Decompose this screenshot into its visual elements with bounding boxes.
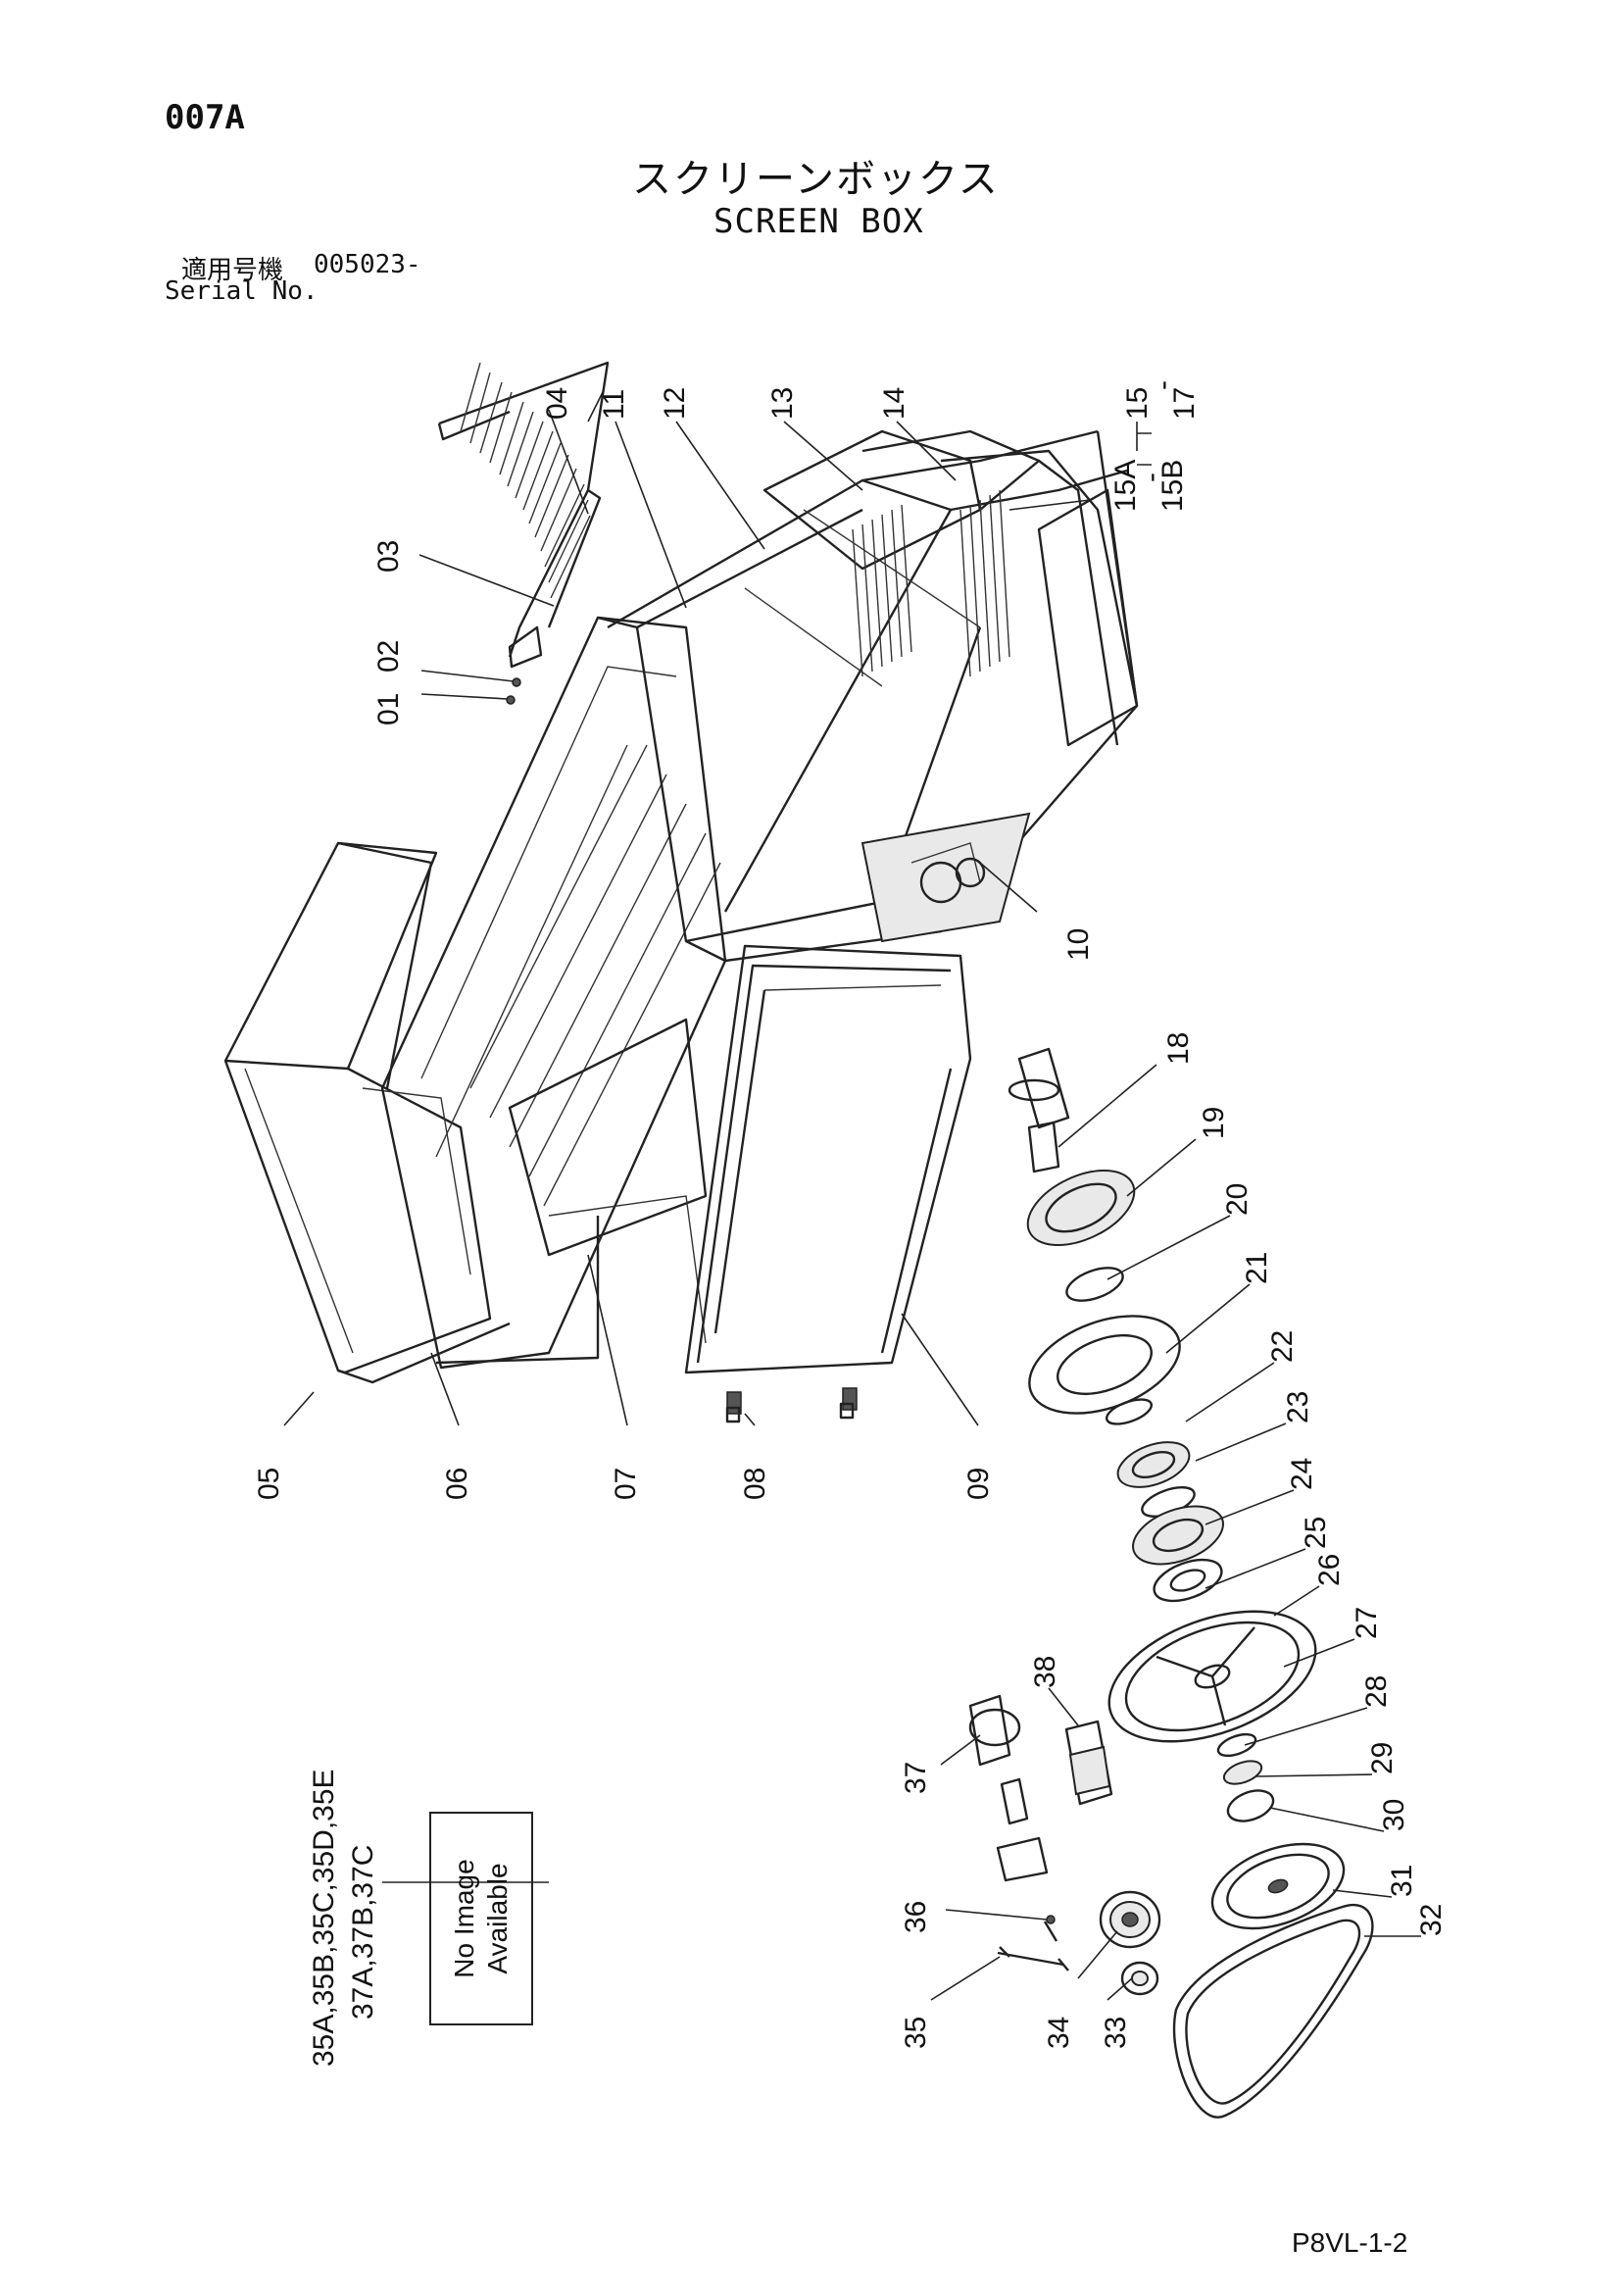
- callout-12: 12: [659, 387, 691, 420]
- lower-frame-part: [684, 944, 972, 1415]
- serial-number-value: 005023-: [314, 250, 421, 279]
- feed-plate-part: [762, 429, 1139, 747]
- callout-25: 25: [1300, 1517, 1332, 1549]
- callout-32: 32: [1415, 1904, 1448, 1936]
- callout-24: 24: [1286, 1458, 1318, 1490]
- frame-feet-part: [725, 1402, 855, 1423]
- title-japanese: スクリーンボックス: [632, 157, 1000, 202]
- callout-22: 22: [1266, 1330, 1299, 1363]
- callout-03: 03: [372, 540, 405, 573]
- no-image-label-line2: Available: [482, 1863, 513, 1974]
- callout-26: 26: [1313, 1554, 1346, 1586]
- no-image-label-line1: No Image: [449, 1859, 479, 1978]
- callout-37: 37: [900, 1762, 932, 1794]
- hopper-lid-part: [223, 841, 511, 1384]
- callout-11: 11: [598, 389, 630, 420]
- shaft-part: [1008, 1047, 1070, 1173]
- callout-20: 20: [1221, 1183, 1254, 1216]
- callout-06: 06: [441, 1468, 473, 1500]
- callout-08: 08: [739, 1468, 771, 1500]
- v-belt-part: [1172, 1903, 1374, 2119]
- callout-15A: 15A: [1109, 460, 1142, 512]
- callout-15: 15: [1121, 387, 1154, 420]
- screen-deck-part: [380, 616, 727, 1370]
- callout-30: 30: [1378, 1799, 1410, 1831]
- callout-33: 33: [1100, 2017, 1132, 2049]
- callout-15B: 15B: [1156, 460, 1189, 512]
- callout-13: 13: [766, 387, 799, 420]
- callout-38: 38: [1029, 1656, 1061, 1688]
- callout-19: 19: [1198, 1107, 1230, 1139]
- callout-04: 04: [541, 387, 573, 420]
- no-image-label: No Image Available: [448, 1859, 515, 1977]
- callout-02: 02: [372, 640, 405, 673]
- callout-10: 10: [1062, 928, 1095, 961]
- callout-07: 07: [610, 1468, 642, 1500]
- callout-15-range-dash: -: [1147, 380, 1179, 390]
- callout-29: 29: [1366, 1742, 1399, 1774]
- callout-31: 31: [1386, 1865, 1418, 1897]
- page-reference: P8VL-1-2: [1292, 2227, 1408, 2258]
- callout-15A-range-dash: -: [1135, 473, 1167, 482]
- callout-17: 17: [1168, 387, 1201, 420]
- callout-labels: 01 02 03 04 11 12 13 14 15 - 17 15A - 15…: [253, 380, 1448, 2067]
- no-image-placeholder: No Image Available: [429, 1812, 533, 2025]
- tensioner-parts: [968, 1694, 1113, 1972]
- callout-14: 14: [878, 387, 910, 420]
- main-box-frame-part: [597, 429, 1139, 963]
- leader-lines: [283, 389, 1421, 2001]
- small-pulley-parts: [1099, 1890, 1161, 1996]
- callout-05: 05: [253, 1468, 285, 1500]
- callout-01: 01: [372, 693, 405, 725]
- callout-35: 35: [900, 2017, 932, 2049]
- callout-34: 34: [1043, 2017, 1075, 2049]
- title-english: SCREEN BOX: [713, 202, 924, 241]
- callout-09: 09: [962, 1468, 995, 1500]
- callout-21: 21: [1241, 1252, 1273, 1284]
- callout-36: 36: [900, 1901, 932, 1933]
- callout-27: 27: [1351, 1607, 1383, 1639]
- page-code: 007A: [165, 98, 245, 137]
- serial-label-japanese: 適用号機: [181, 256, 284, 285]
- no-image-parts-line2: 37A,37B,37C: [347, 1845, 379, 2020]
- serial-label-english: Serial No.: [165, 276, 319, 306]
- callout-28: 28: [1360, 1675, 1393, 1708]
- callout-23: 23: [1282, 1391, 1314, 1423]
- no-image-parts-line1: 35A,35B,35C,35D,35E: [308, 1769, 340, 2067]
- callout-18: 18: [1162, 1032, 1195, 1065]
- bearing-pulley-stack: [1026, 1170, 1346, 1930]
- comb-screen-part: [437, 361, 610, 705]
